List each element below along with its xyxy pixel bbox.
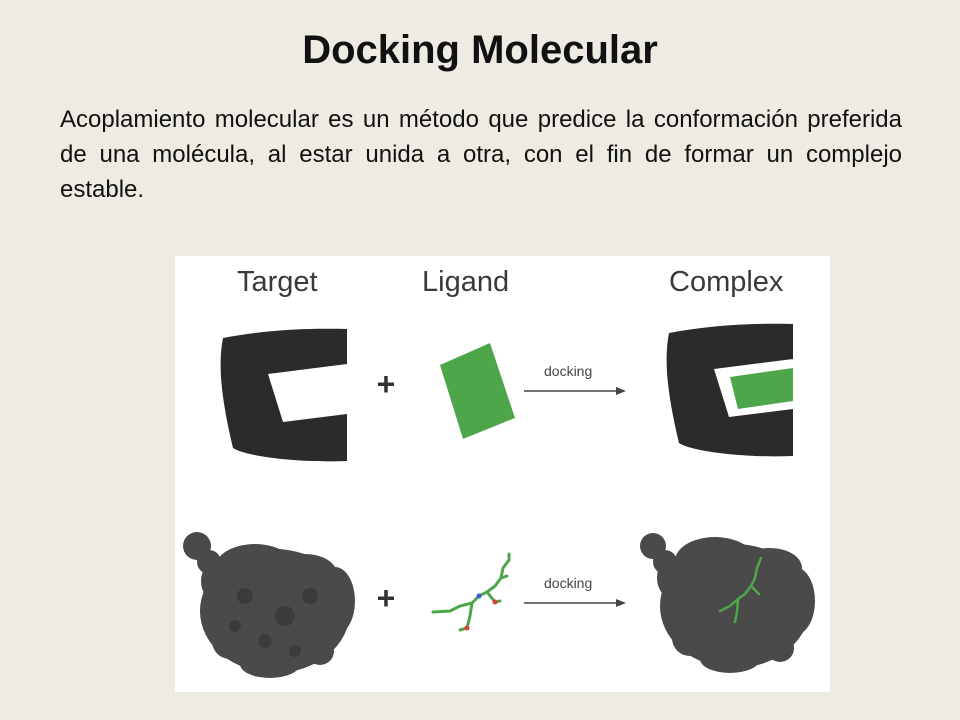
plus-sign-2: + bbox=[377, 580, 396, 616]
arrow-label-1: docking bbox=[544, 363, 592, 379]
complex-bound-ligand bbox=[718, 556, 763, 624]
target-receptor-shape bbox=[220, 328, 347, 462]
slide-title: Docking Molecular bbox=[302, 28, 658, 72]
ligand-molecule bbox=[431, 552, 511, 632]
complex-protein-surface bbox=[640, 533, 815, 673]
complex-ligand-shape bbox=[730, 368, 793, 409]
arrow-label-2: docking bbox=[544, 575, 592, 591]
ligand-heteroatoms bbox=[464, 593, 498, 631]
label-target: Target bbox=[237, 266, 318, 298]
slide-body-text: Acoplamiento molecular es un método que … bbox=[60, 106, 902, 203]
plus-sign-1: + bbox=[377, 366, 396, 402]
docking-figure: Target Ligand Complex + docking bbox=[175, 256, 830, 692]
target-protein-surface bbox=[183, 532, 355, 678]
label-ligand: Ligand bbox=[422, 266, 509, 298]
docking-diagram: Target Ligand Complex + docking bbox=[183, 266, 815, 678]
docking-arrow-2 bbox=[524, 599, 626, 607]
complex-shape bbox=[666, 323, 793, 457]
protein-texture bbox=[229, 588, 318, 657]
docking-arrow-1 bbox=[524, 387, 626, 395]
ligand-shape bbox=[440, 343, 515, 439]
label-complex: Complex bbox=[669, 266, 784, 298]
